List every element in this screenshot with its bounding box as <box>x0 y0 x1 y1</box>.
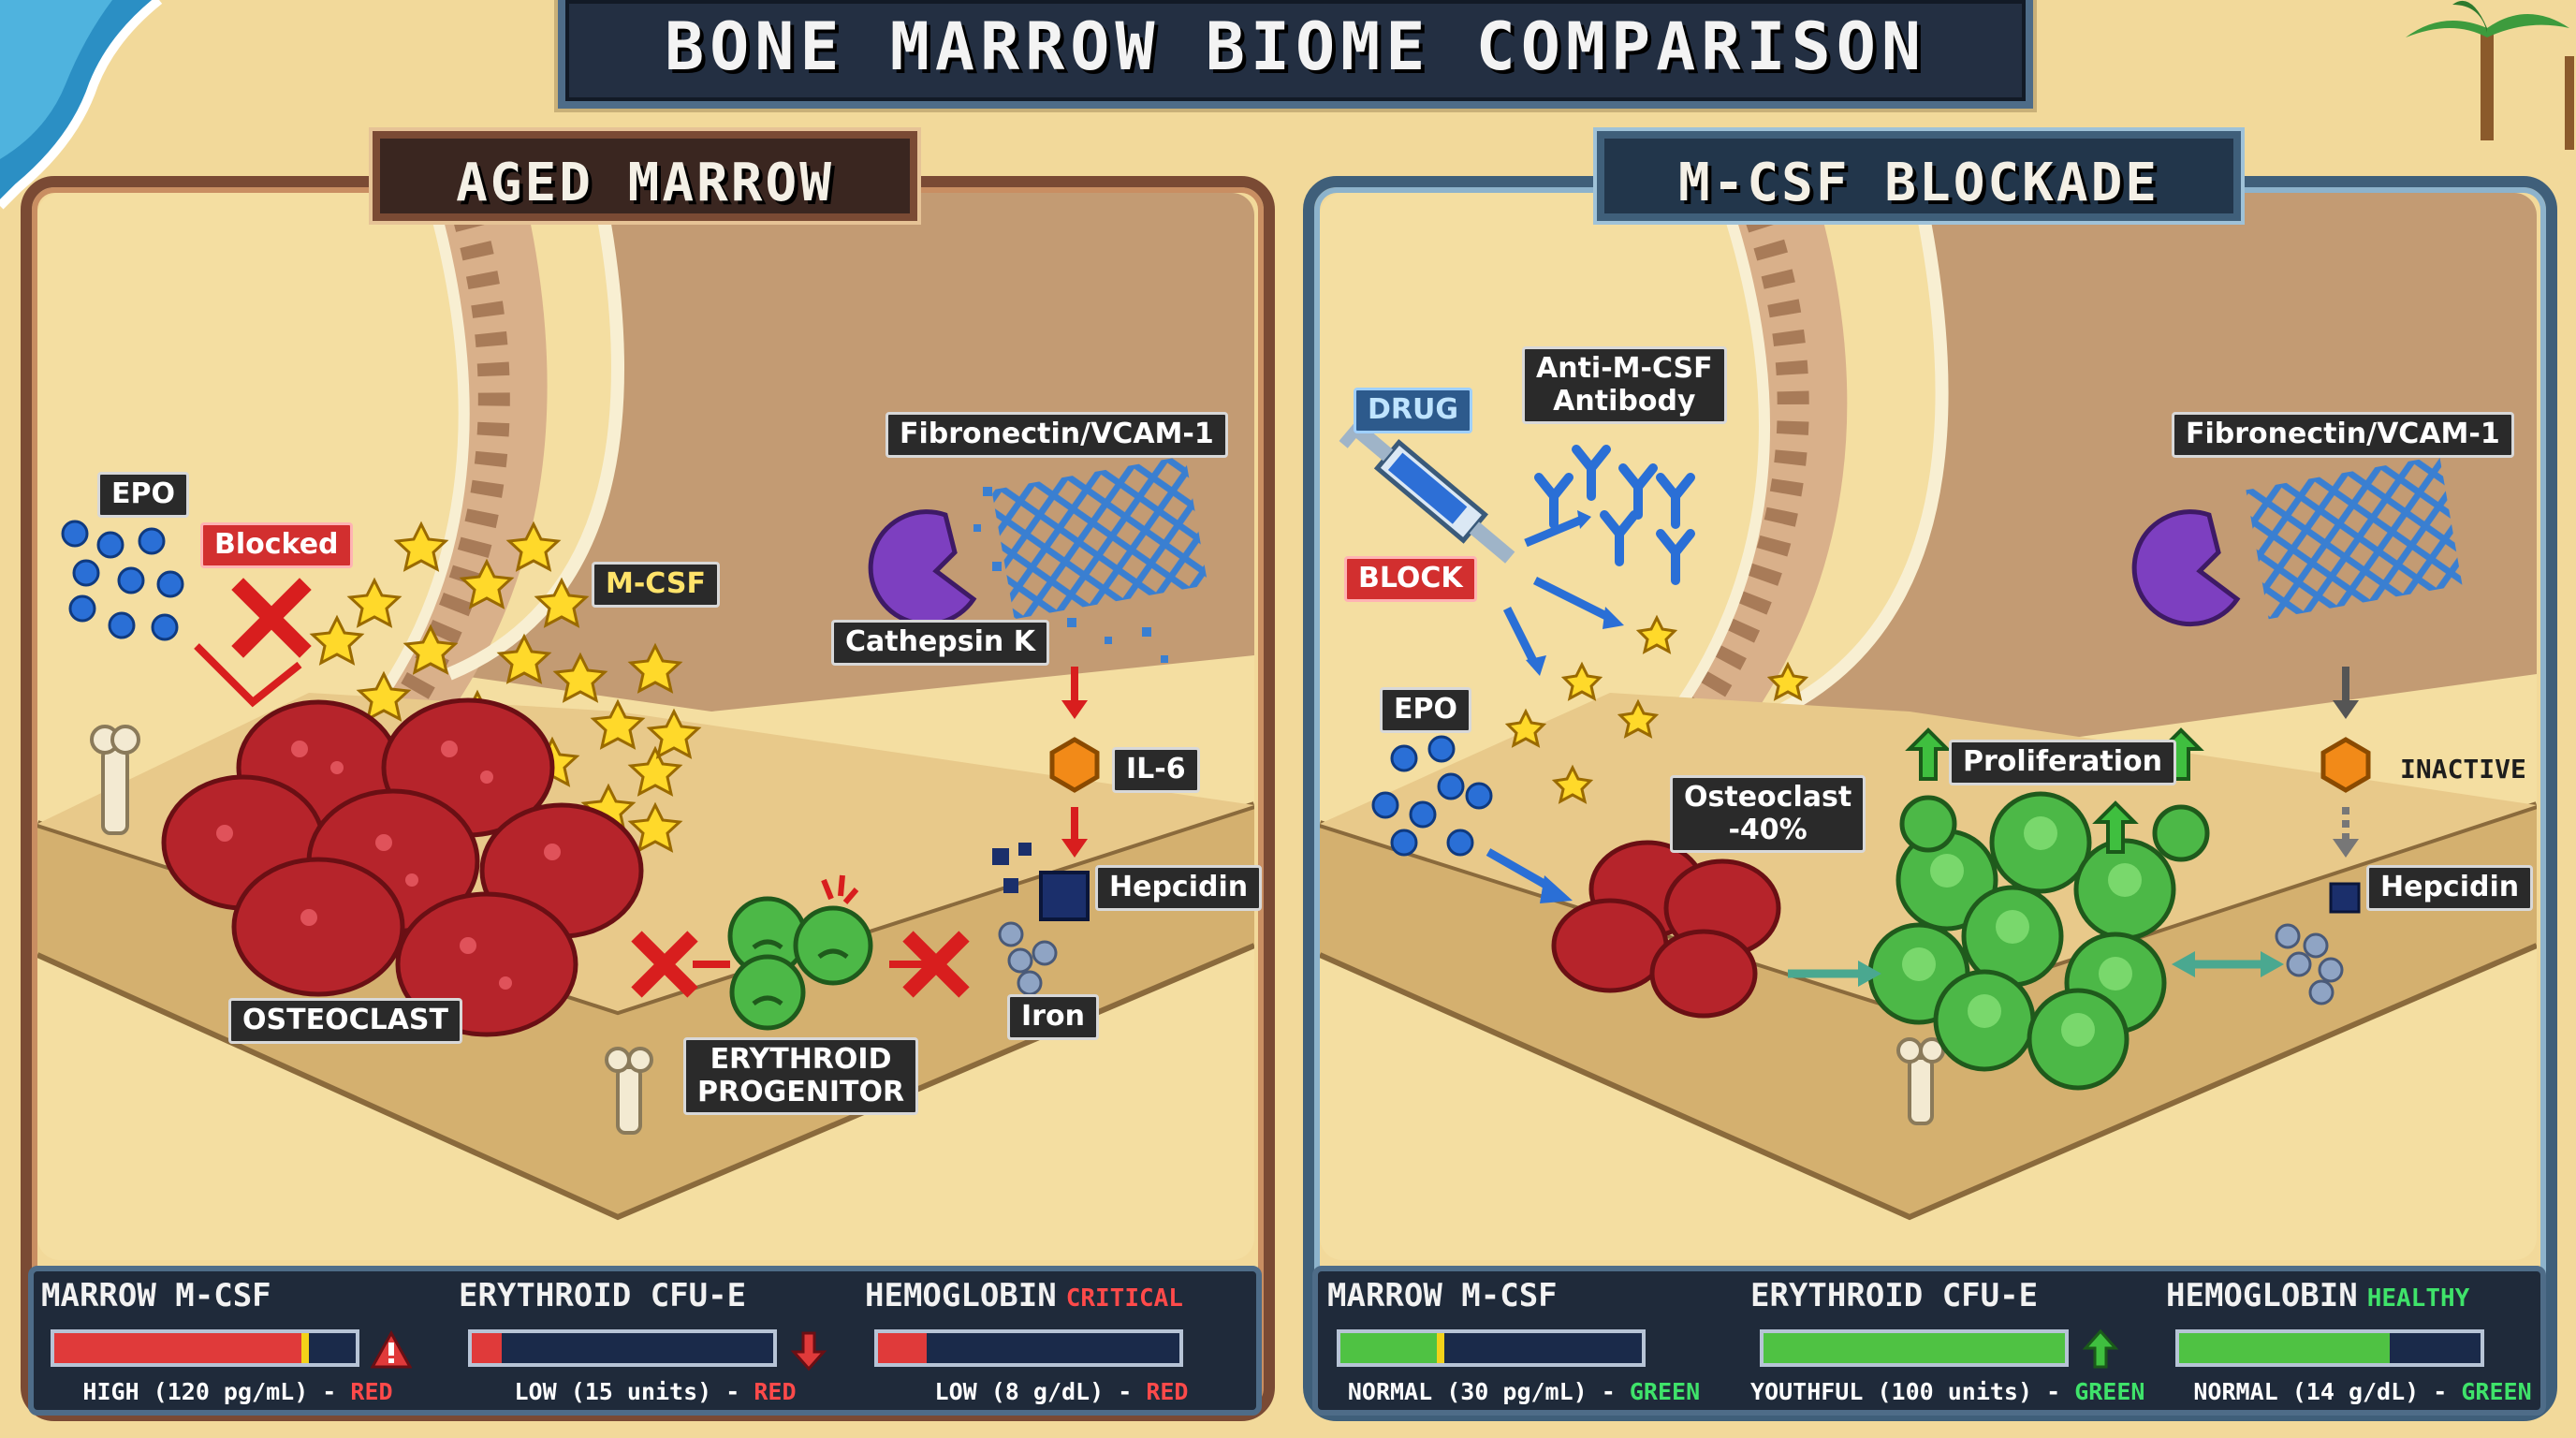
hepcidin-label-right: Hepcidin <box>2366 865 2534 911</box>
mcsf-label: M-CSF <box>592 562 720 608</box>
metric-title: HEMOGLOBIN CRITICAL <box>865 1277 1249 1314</box>
arrow-up-icon <box>2082 1329 2119 1369</box>
main-title: BONE MARROW BIOME COMPARISON <box>558 0 2033 109</box>
metric-hemoglobin-right: HEMOGLOBIN HEALTHY NORMAL (14 g/dL) - GRE… <box>2166 1277 2550 1405</box>
inactive-label: INACTIVE <box>2400 754 2526 785</box>
metric-title: MARROW M-CSF <box>1327 1277 1711 1314</box>
progress-bar-fill <box>54 1333 305 1363</box>
progress-bar-fill <box>878 1333 927 1363</box>
arrow-down-icon <box>790 1331 827 1371</box>
metric-value: YOUTHFUL (100 units) - GREEN <box>1750 1378 2144 1405</box>
antibody-label-line2: Antibody <box>1553 384 1696 418</box>
mcsf-blockade-title: M-CSF BLOCKADE <box>1597 131 2241 221</box>
metric-name: HEMOGLOBIN <box>2166 1277 2358 1314</box>
metric-value-text: LOW (8 g/dL) - <box>934 1378 1147 1405</box>
metric-erythroid-right: ERYTHROID CFU-E YOUTHFUL (100 units) - G… <box>1750 1277 2144 1405</box>
hepcidin-label: Hepcidin <box>1095 865 1263 911</box>
metric-hemoglobin-left: HEMOGLOBIN CRITICAL LOW (8 g/dL) - RED <box>865 1277 1249 1405</box>
cathepsin-label: Cathepsin K <box>831 620 1049 666</box>
erythroid-progenitor-label: ERYTHROID PROGENITOR <box>683 1037 919 1115</box>
epo-label: EPO <box>97 472 189 518</box>
warning-icon <box>371 1329 412 1369</box>
metric-color-word: GREEN <box>2461 1378 2532 1405</box>
fibronectin-label: Fibronectin/VCAM-1 <box>886 412 1228 458</box>
progress-bar <box>468 1329 777 1367</box>
metric-value: NORMAL (30 pg/mL) - GREEN <box>1327 1378 1720 1405</box>
epo-label-right: EPO <box>1380 687 1471 733</box>
metric-status: HEALTHY <box>2366 1284 2470 1313</box>
progress-bar <box>1760 1329 2069 1367</box>
metric-marrow-mcsf-left: MARROW M-CSF HIGH (120 pg/mL) - RED <box>41 1277 425 1405</box>
il6-label: IL-6 <box>1112 747 1200 793</box>
metric-value: LOW (8 g/dL) - RED <box>865 1378 1258 1405</box>
progress-bar <box>1337 1329 1646 1367</box>
proliferation-label: Proliferation <box>1949 740 2176 785</box>
metric-name: MARROW M-CSF <box>1327 1277 1558 1314</box>
antibody-label-line1: Anti-M-CSF <box>1536 352 1713 385</box>
palm-tree-icon <box>2406 0 2574 150</box>
progress-bar <box>2175 1329 2484 1367</box>
drug-label: DRUG <box>1354 388 1472 433</box>
metric-erythroid-left: ERYTHROID CFU-E LOW (15 units) - RED <box>459 1277 842 1405</box>
bar-tick <box>1437 1333 1445 1363</box>
metric-name: MARROW M-CSF <box>41 1277 271 1314</box>
metric-title: ERYTHROID CFU-E <box>1750 1277 2134 1314</box>
metric-name: ERYTHROID CFU-E <box>459 1277 747 1314</box>
metric-value-text: HIGH (120 pg/mL) - <box>82 1378 351 1405</box>
metric-value-text: YOUTHFUL (100 units) - <box>1750 1378 2075 1405</box>
metric-color-word: GREEN <box>2074 1378 2145 1405</box>
progress-bar-fill <box>1340 1333 1441 1363</box>
progress-bar-fill <box>1764 1333 2065 1363</box>
metric-title: HEMOGLOBIN HEALTHY <box>2166 1277 2550 1314</box>
metric-name: ERYTHROID CFU-E <box>1750 1277 2039 1314</box>
metric-status: CRITICAL <box>1065 1284 1183 1313</box>
bar-tick <box>301 1333 310 1363</box>
progress-bar-fill <box>472 1333 503 1363</box>
erythroid-label-line2: PROGENITOR <box>697 1075 905 1108</box>
metric-color-word: RED <box>754 1378 797 1405</box>
metric-value: HIGH (120 pg/mL) - RED <box>41 1378 434 1405</box>
antibody-label: Anti-M-CSF Antibody <box>1522 346 1727 424</box>
metric-value-text: NORMAL (30 pg/mL) - <box>1347 1378 1630 1405</box>
fibronectin-label-right: Fibronectin/VCAM-1 <box>2172 412 2514 458</box>
osteoclast-label-line1: Osteoclast <box>1684 781 1852 814</box>
metric-name: HEMOGLOBIN <box>865 1277 1057 1314</box>
metric-value-text: NORMAL (14 g/dL) - <box>2193 1378 2462 1405</box>
erythroid-label-line1: ERYTHROID <box>710 1043 892 1076</box>
progress-bar-fill <box>2179 1333 2391 1363</box>
metric-color-word: RED <box>350 1378 393 1405</box>
iron-label: Iron <box>1007 994 1099 1040</box>
aged-marrow-title: AGED MARROW <box>373 131 917 221</box>
metric-value: LOW (15 units) - RED <box>459 1378 852 1405</box>
blocked-label: Blocked <box>200 522 353 568</box>
metric-marrow-mcsf-right: MARROW M-CSF NORMAL (30 pg/mL) - GREEN <box>1327 1277 1711 1405</box>
osteoclast-reduced-label: Osteoclast -40% <box>1670 775 1866 853</box>
osteoclast-label-line2: -40% <box>1728 813 1808 846</box>
metric-color-word: RED <box>1146 1378 1189 1405</box>
metric-value-text: LOW (15 units) - <box>514 1378 754 1405</box>
sea-corner <box>0 0 163 210</box>
metric-color-word: GREEN <box>1629 1378 1701 1405</box>
osteoclast-label: OSTEOCLAST <box>228 998 462 1044</box>
block-label: BLOCK <box>1344 556 1477 602</box>
metric-title: ERYTHROID CFU-E <box>459 1277 842 1314</box>
progress-bar <box>51 1329 359 1367</box>
metric-title: MARROW M-CSF <box>41 1277 425 1314</box>
metric-value: NORMAL (14 g/dL) - GREEN <box>2166 1378 2559 1405</box>
progress-bar <box>874 1329 1183 1367</box>
